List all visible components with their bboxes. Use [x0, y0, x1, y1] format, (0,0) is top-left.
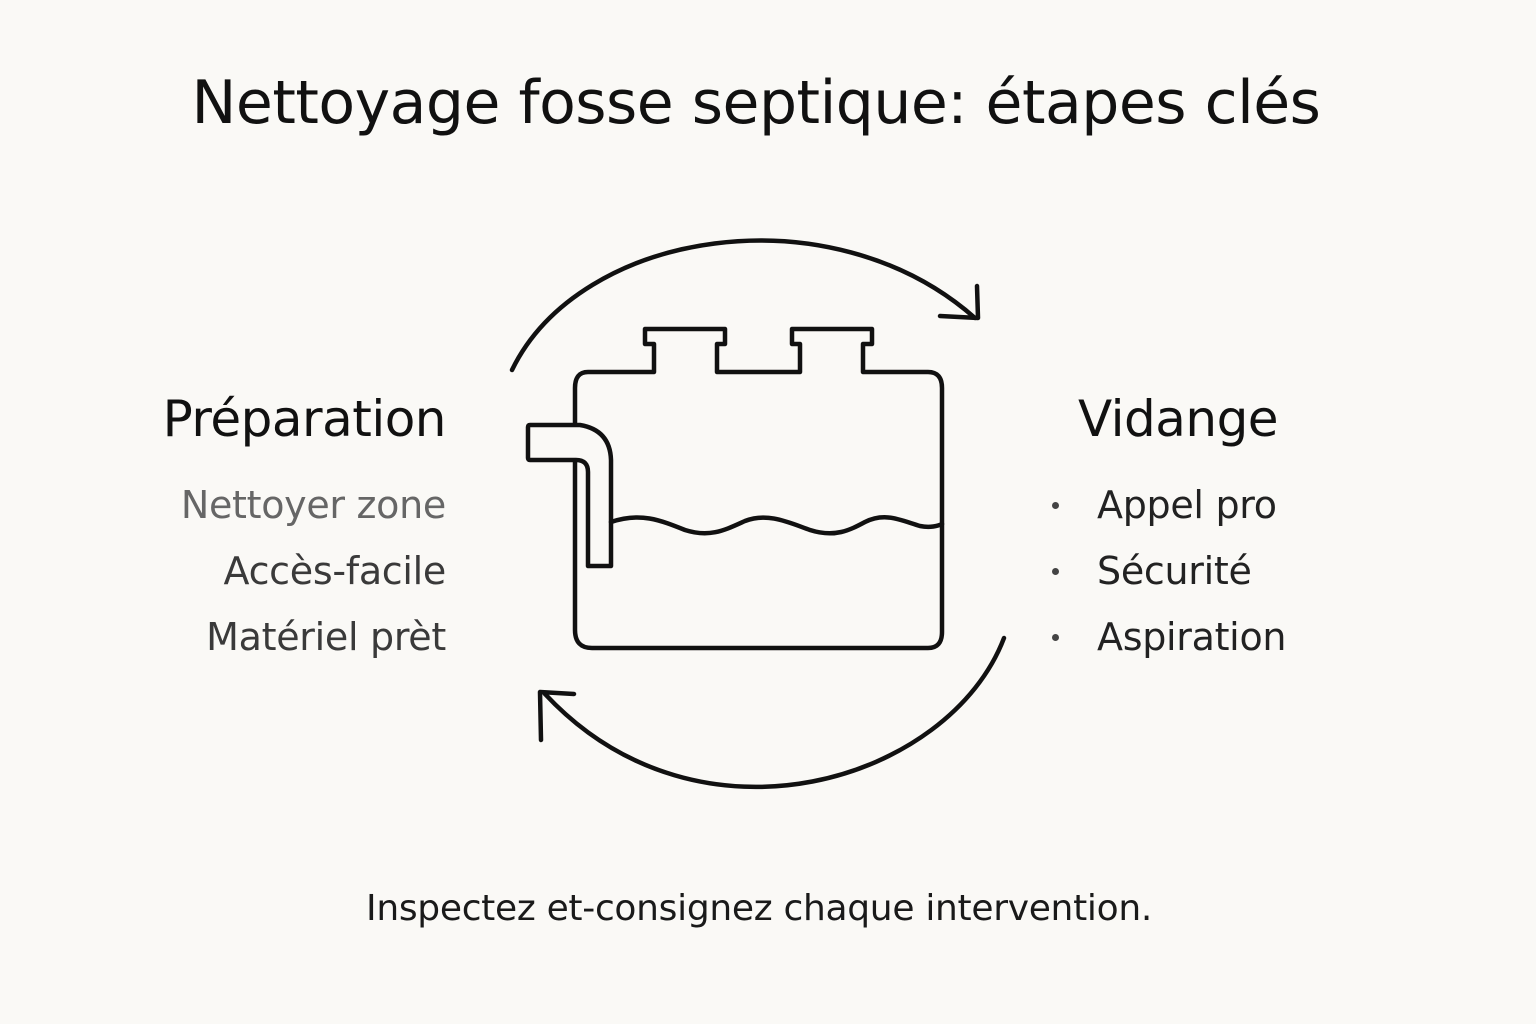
- septic-tank-icon: [525, 326, 945, 651]
- footer-note: Inspectez et-consignez chaque interventi…: [366, 888, 1152, 929]
- preparation-heading: Préparation: [162, 390, 447, 448]
- vidange-item-label: Sécurité: [1097, 549, 1252, 593]
- page-title: Nettoyage fosse septique: étapes clés: [191, 68, 1321, 138]
- vidange-item: Sécurité: [1048, 538, 1286, 604]
- septic-cycle-diagram: [500, 220, 1020, 824]
- vidange-section: Vidange Appel pro Sécurité Aspiration: [1048, 384, 1286, 670]
- arrowhead-bottom-icon: [537, 689, 577, 743]
- vidange-item: Aspiration: [1048, 604, 1286, 670]
- vidange-heading: Vidange: [1078, 390, 1279, 448]
- bullet-icon: [1052, 501, 1059, 509]
- preparation-item: Nettoyer zone: [180, 483, 446, 527]
- bullet-icon: [1052, 567, 1059, 575]
- arrowhead-top-icon: [937, 283, 981, 321]
- cycle-arrow-top-icon: [509, 238, 978, 373]
- vidange-item: Appel pro: [1048, 472, 1286, 538]
- preparation-section: Préparation Nettoyer zone Accès-facile M…: [162, 384, 447, 670]
- preparation-item: Accès-facile: [223, 549, 447, 593]
- bullet-icon: [1052, 633, 1059, 641]
- preparation-item: Matériel prèt: [206, 615, 446, 659]
- cycle-arrow-bottom-icon: [542, 635, 1007, 790]
- vidange-item-label: Aspiration: [1097, 615, 1287, 659]
- vidange-item-label: Appel pro: [1097, 483, 1277, 527]
